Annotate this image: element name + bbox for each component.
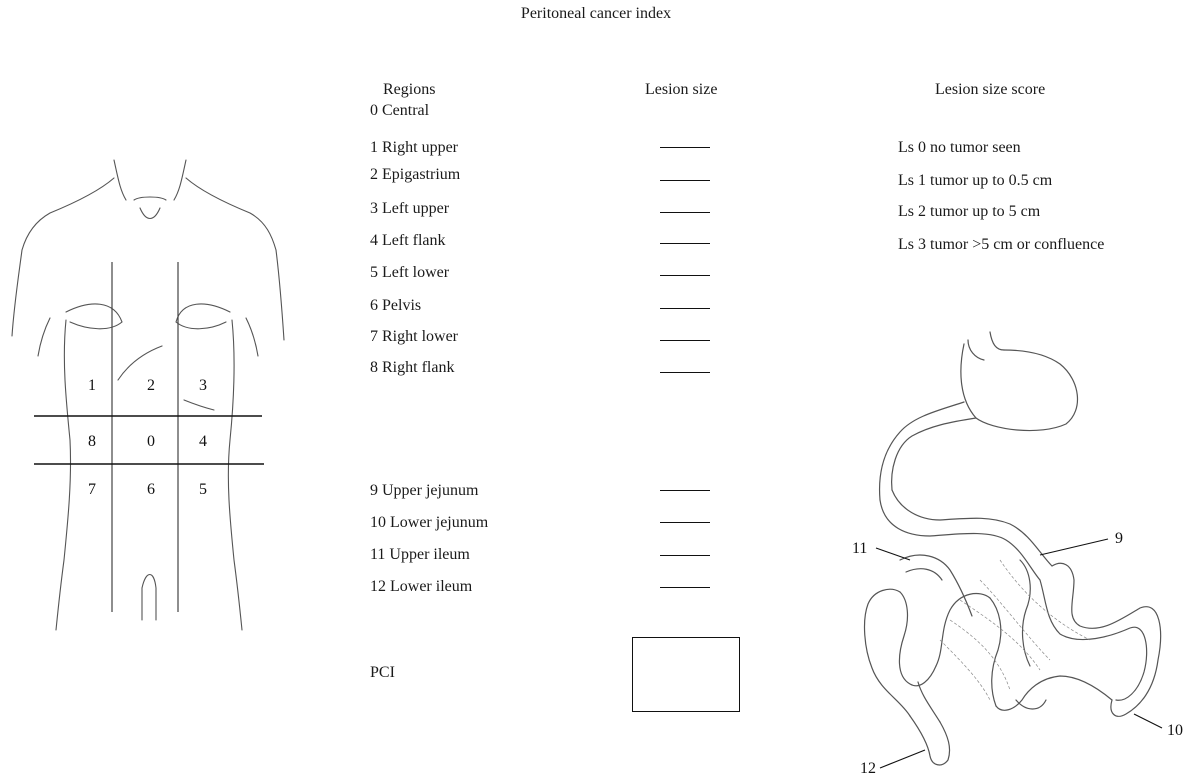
region-item: 7 Right lower xyxy=(370,327,458,347)
lesion-size-blank xyxy=(660,587,710,588)
lesion-size-blank xyxy=(660,555,710,556)
figure-title: Peritoneal cancer index xyxy=(0,5,1192,23)
lesion-size-blank xyxy=(660,372,710,373)
region-item: 9 Upper jejunum xyxy=(370,481,478,501)
lesion-size-blank xyxy=(660,490,710,491)
region-item: 2 Epigastrium xyxy=(370,165,460,185)
lesion-size-blank xyxy=(660,147,710,148)
score-item: Ls 1 tumor up to 0.5 cm xyxy=(898,171,1052,191)
region-item: 4 Left flank xyxy=(370,231,446,251)
bowel-region-number: 11 xyxy=(852,540,867,557)
torso-region-number: 8 xyxy=(88,433,96,450)
torso-region-number: 2 xyxy=(147,377,155,394)
header-regions: Regions xyxy=(383,81,435,99)
small-bowel-diagram: 9 10 11 12 xyxy=(820,320,1190,777)
bowel-region-number: 9 xyxy=(1115,530,1123,547)
region-item: 0 Central xyxy=(370,101,429,121)
lesion-size-blank xyxy=(660,522,710,523)
region-item: 3 Left upper xyxy=(370,199,449,219)
region-item: 12 Lower ileum xyxy=(370,577,472,597)
region-item: 5 Left lower xyxy=(370,263,449,283)
lesion-size-blank xyxy=(660,212,710,213)
lesion-size-blank xyxy=(660,275,710,276)
torso-region-number: 7 xyxy=(88,481,96,498)
bowel-region-number: 10 xyxy=(1167,722,1183,739)
lesion-size-blank xyxy=(660,308,710,309)
score-item: Ls 3 tumor >5 cm or confluence xyxy=(898,235,1104,255)
torso-region-number: 3 xyxy=(199,377,207,394)
lesion-size-blank xyxy=(660,340,710,341)
lesion-size-blank xyxy=(660,243,710,244)
region-item: 1 Right upper xyxy=(370,138,458,158)
torso-region-number: 1 xyxy=(88,377,96,394)
torso-diagram: 1 2 3 8 0 4 7 6 5 xyxy=(0,130,300,640)
torso-region-number: 4 xyxy=(199,433,207,450)
score-item: Ls 2 tumor up to 5 cm xyxy=(898,202,1040,222)
bowel-region-number: 12 xyxy=(860,760,876,777)
region-item: 10 Lower jejunum xyxy=(370,513,488,533)
header-lesion-size: Lesion size xyxy=(645,81,717,99)
lesion-size-blank xyxy=(660,180,710,181)
pci-total-box xyxy=(632,637,740,712)
score-item: Ls 0 no tumor seen xyxy=(898,138,1021,158)
region-item: 6 Pelvis xyxy=(370,296,421,316)
torso-region-number: 0 xyxy=(147,433,155,450)
region-item: 8 Right flank xyxy=(370,358,454,378)
torso-region-number: 5 xyxy=(199,481,207,498)
pci-label: PCI xyxy=(370,663,395,683)
torso-region-number: 6 xyxy=(147,481,155,498)
region-item: 11 Upper ileum xyxy=(370,545,470,565)
header-lesion-size-score: Lesion size score xyxy=(935,81,1045,99)
